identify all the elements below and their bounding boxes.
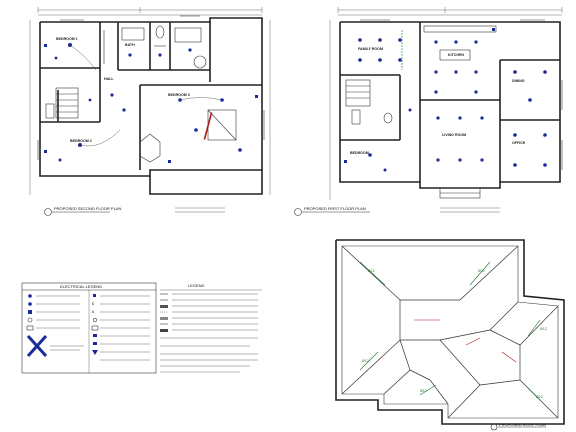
roof-plan: 8/12 8/12 8/12 8/12 8/12 8/12 PROPOSED R… <box>335 239 565 431</box>
pitch-label: 8/12 <box>478 269 485 273</box>
pitch-label: 8/12 <box>362 359 369 363</box>
pitch-label: 8/12 <box>420 389 427 393</box>
room-label: BEDROOM <box>350 151 369 155</box>
room-label: HALL <box>104 77 114 81</box>
room-label: FAMILY ROOM <box>358 47 383 51</box>
pitch-label: 8/12 <box>536 395 543 399</box>
electrical-legend-title: ELECTRICAL LEGEND <box>60 284 102 289</box>
room-label: BEDROOM 2 <box>70 139 92 143</box>
room-label: BEDROOM 1 <box>56 37 78 41</box>
roof-plan-title: PROPOSED ROOF PLAN <box>499 422 546 427</box>
general-legend: LEGEND <box>160 283 262 373</box>
svg-text:$: $ <box>92 310 94 314</box>
second-floor-title: PROPOSED SECOND FLOOR PLAN <box>54 206 121 211</box>
room-label: LIVING ROOM <box>442 133 466 137</box>
room-label: OFFICE <box>512 141 526 145</box>
room-label: KITCHEN <box>448 53 464 57</box>
electrical-legend: ELECTRICAL LEGEND $ $ <box>21 282 157 374</box>
room-label: BEDROOM 3 <box>168 93 190 97</box>
svg-text:$: $ <box>92 302 94 306</box>
second-floor-plan: BEDROOM 1 BEDROOM 2 BEDROOM 3 BATH HALL … <box>29 7 271 216</box>
first-floor-title: PROPOSED FIRST FLOOR PLAN <box>304 206 366 211</box>
pitch-label: 8/12 <box>368 269 375 273</box>
first-floor-plan: FAMILY ROOM KITCHEN DINING LIVING ROOM O… <box>294 7 563 216</box>
pitch-label: 8/12 <box>540 327 547 331</box>
legend-title: LEGEND <box>188 283 205 288</box>
room-label: DINING <box>512 79 525 83</box>
room-label: BATH <box>125 43 135 47</box>
